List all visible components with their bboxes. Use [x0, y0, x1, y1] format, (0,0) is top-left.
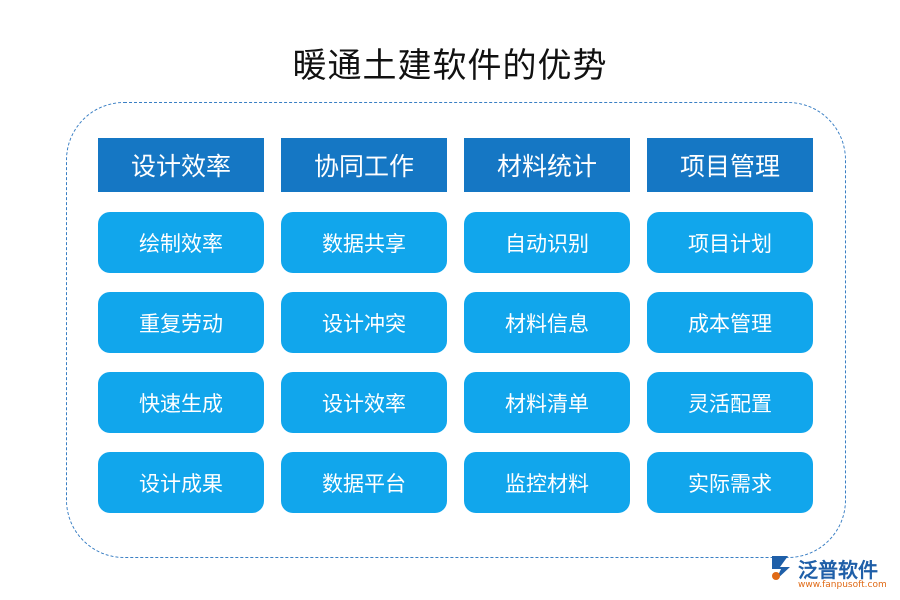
item-box: 项目计划	[647, 212, 813, 273]
item-box: 重复劳动	[98, 292, 264, 353]
item-box: 设计冲突	[281, 292, 447, 353]
item-box: 成本管理	[647, 292, 813, 353]
item-box: 监控材料	[464, 452, 630, 513]
logo-brand-name: 泛普软件	[798, 558, 878, 582]
item-box: 材料信息	[464, 292, 630, 353]
column-header: 设计效率	[98, 138, 264, 192]
item-box: 绘制效率	[98, 212, 264, 273]
item-box: 灵活配置	[647, 372, 813, 433]
item-box: 自动识别	[464, 212, 630, 273]
item-box: 快速生成	[98, 372, 264, 433]
item-box: 设计成果	[98, 452, 264, 513]
column-design-efficiency: 设计效率 绘制效率 重复劳动 快速生成 设计成果	[98, 138, 264, 532]
column-collaboration: 协同工作 数据共享 设计冲突 设计效率 数据平台	[281, 138, 447, 532]
logo-mark-icon	[772, 556, 790, 580]
dashed-frame	[66, 102, 846, 558]
column-project-management: 项目管理 项目计划 成本管理 灵活配置 实际需求	[647, 138, 813, 532]
item-box: 设计效率	[281, 372, 447, 433]
column-header: 协同工作	[281, 138, 447, 192]
item-box: 数据共享	[281, 212, 447, 273]
column-header: 材料统计	[464, 138, 630, 192]
logo-url: www.fanpusoft.com	[798, 580, 887, 590]
brand-logo: 泛普软件 www.fanpusoft.com	[768, 552, 898, 596]
advantages-grid: 设计效率 绘制效率 重复劳动 快速生成 设计成果 协同工作 数据共享 设计冲突 …	[98, 138, 814, 532]
item-box: 实际需求	[647, 452, 813, 513]
column-material-statistics: 材料统计 自动识别 材料信息 材料清单 监控材料	[464, 138, 630, 532]
column-header: 项目管理	[647, 138, 813, 192]
item-box: 材料清单	[464, 372, 630, 433]
page-title: 暖通土建软件的优势	[292, 46, 608, 86]
item-box: 数据平台	[281, 452, 447, 513]
